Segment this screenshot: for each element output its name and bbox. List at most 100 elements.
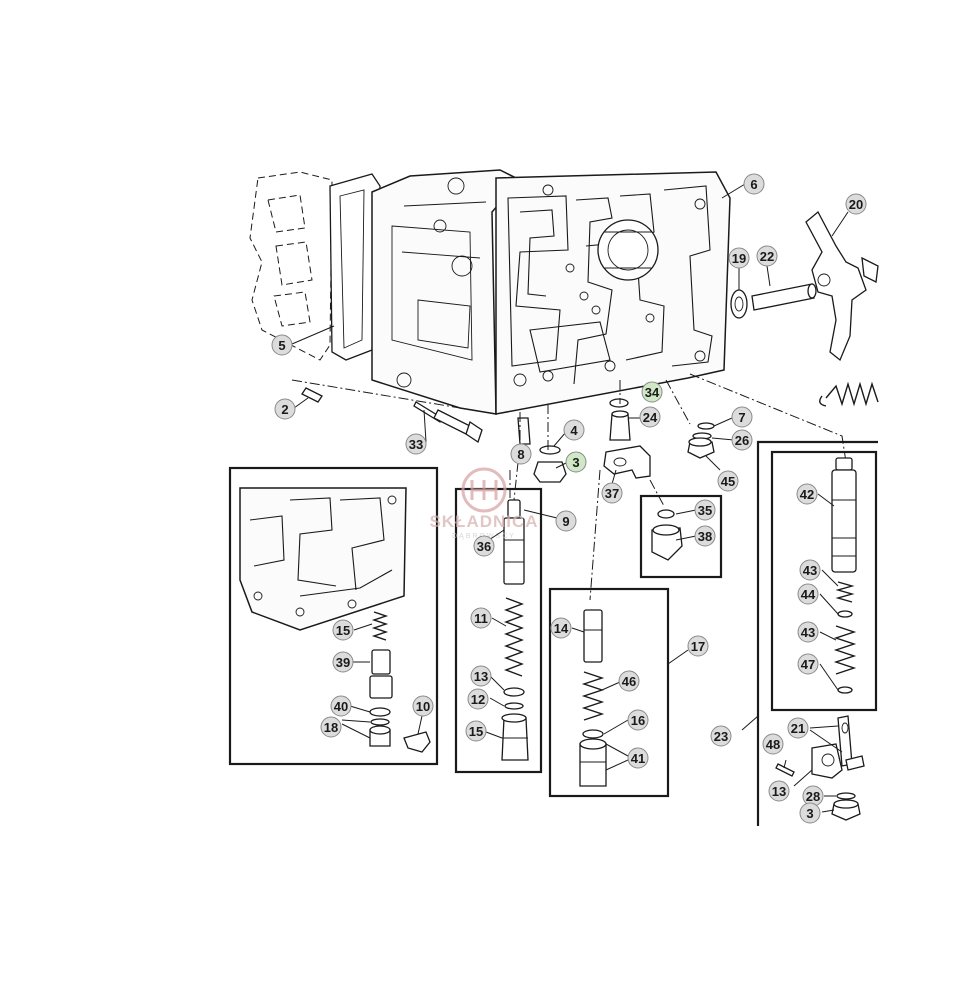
callout-number: 6 [750,177,757,192]
callout-circle [550,617,572,639]
callout-number: 14 [554,621,569,636]
callout-4: 4 [563,419,585,441]
watermark-name: SKŁADNICA [429,512,538,531]
lever-assembly [730,210,879,407]
callout-circle [756,245,778,267]
callout-39: 39 [332,651,354,673]
callout-15: 15 [332,619,354,641]
callout-number: 42 [800,487,814,502]
callout-11: 11 [470,607,492,629]
callout-circle [797,653,819,675]
box-35-36 [639,494,723,579]
callout-circle [618,670,640,692]
callout-circle [473,535,495,557]
callout-number: 13 [772,784,786,799]
callout-number: 7 [738,410,745,425]
callout-number: 5 [278,338,285,353]
callout-number: 19 [732,251,746,266]
callout-number: 43 [801,625,815,640]
callout-circle [555,510,577,532]
callout-number: 43 [803,563,817,578]
callout-number: 22 [760,249,774,264]
callout-6: 6 [743,173,765,195]
callout-14: 14 [550,617,572,639]
box-47-assembly [756,440,878,826]
callout-circle [332,619,354,641]
watermark-logo: SKŁADNICA DĄBROWSCY [429,467,538,540]
callout-22: 22 [756,245,778,267]
callout-number: 34 [645,385,660,400]
callout-number: 18 [324,720,338,735]
callout-number: 9 [562,514,569,529]
callout-circle [731,429,753,451]
box-46-valve [548,587,670,798]
small-parts [301,387,715,483]
callout-number: 16 [631,713,645,728]
callout-circle [465,720,487,742]
callout-43: 43 [797,621,819,643]
callout-number: 15 [469,724,483,739]
callout-circle [694,525,716,547]
callout-number: 12 [471,692,485,707]
callout-circle [687,635,709,657]
callout-number: 37 [605,486,619,501]
callout-number: 3 [572,455,579,470]
callout-number: 41 [631,751,645,766]
callout-38: 38 [694,525,716,547]
callout-circle [470,607,492,629]
callout-41: 41 [627,747,649,769]
callout-37: 37 [601,482,623,504]
callout-7: 7 [731,406,753,428]
callout-circle [412,695,434,717]
callout-number: 45 [721,474,735,489]
callout-number: 28 [806,789,820,804]
callout-circle [601,482,623,504]
callout-5: 5 [271,334,293,356]
callout-circle [731,406,753,428]
callout-number: 23 [714,729,728,744]
callout-number: 13 [474,669,488,684]
callout-circle [563,419,585,441]
callout-circle [332,651,354,673]
callout-number: 46 [622,674,636,689]
callout-number: 40 [334,699,348,714]
callout-42: 42 [796,483,818,505]
callout-number: 15 [336,623,350,638]
callout-number: 10 [416,699,430,714]
callout-circle [274,398,296,420]
callout-28: 28 [802,785,824,807]
callout-46: 46 [618,670,640,692]
callout-16: 16 [627,709,649,731]
callout-34: 34 [641,381,663,403]
main-housing [249,169,731,415]
callout-circle [710,725,732,747]
box-45-valve [454,487,543,774]
callout-45: 45 [717,470,739,492]
callout-47: 47 [797,653,819,675]
callout-circle [728,247,750,269]
callout-26: 26 [731,429,753,451]
callout-44: 44 [797,583,819,605]
alignment-lines [291,373,847,601]
callout-33: 33 [405,433,427,455]
callout-12: 12 [467,688,489,710]
callout-number: 44 [801,587,816,602]
callout-number: 2 [281,402,288,417]
callout-circle [565,451,587,473]
callout-35: 35 [694,499,716,521]
callout-circle [470,665,492,687]
callout-number: 3 [806,806,813,821]
callout-17: 17 [687,635,709,657]
callout-circle [796,483,818,505]
callout-circle [510,443,532,465]
callout-3: 3 [799,802,821,824]
callout-number: 38 [698,529,712,544]
callout-circle [694,499,716,521]
callout-18: 18 [320,716,342,738]
callout-number: 39 [336,655,350,670]
callout-circle [627,747,649,769]
callout-36: 36 [473,535,495,557]
callout-number: 8 [517,447,524,462]
callout-21: 21 [787,717,809,739]
